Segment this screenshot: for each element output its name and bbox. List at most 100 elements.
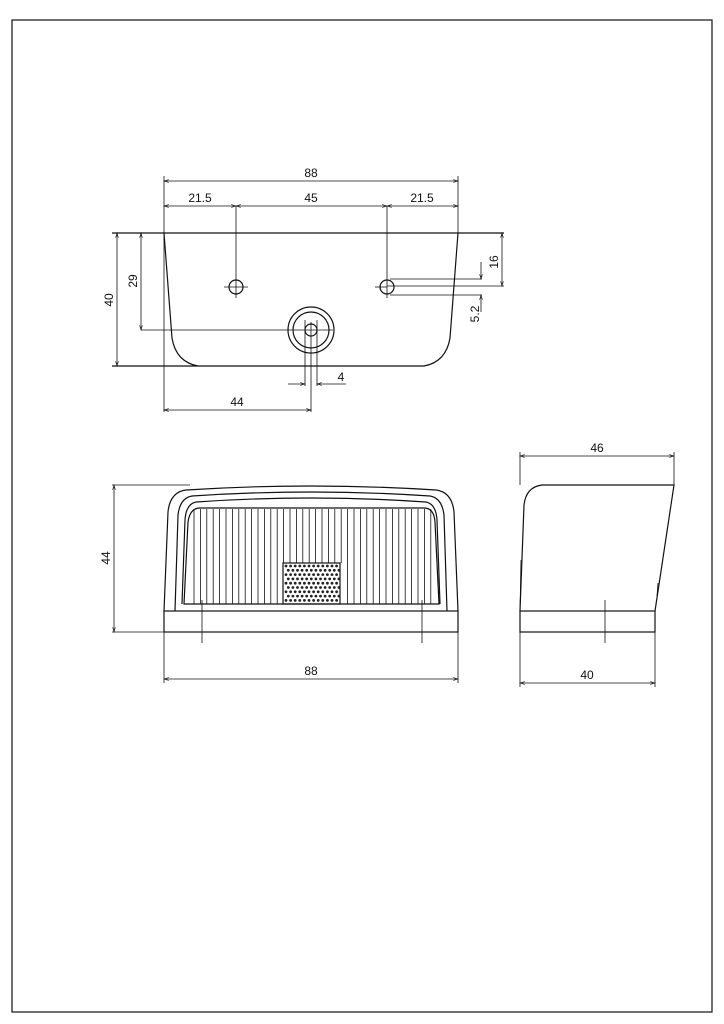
reflector-dot [337,594,341,598]
reflector-dot [289,564,292,568]
reflector-dot [316,564,320,568]
reflector-dot [296,586,299,589]
reflector-dot [330,590,334,594]
reflector-dot [337,577,341,581]
reflector-dot [321,581,325,585]
reflector-dot [289,590,292,594]
reflector-dot [289,599,292,602]
reflector-dot [298,573,302,576]
dim-boss-height: 29 [126,274,140,288]
reflector-dot [293,581,297,585]
reflector-dot [323,568,327,572]
reflector-dot [309,568,313,572]
reflector-dot [316,581,320,585]
reflector-dot [337,586,341,589]
reflector-dot [286,577,290,581]
reflector-dot [312,581,315,585]
side-housing-outline [519,484,675,612]
reflector-dot [326,573,329,576]
reflector-dot [330,573,334,576]
dim-base-depth: 40 [580,668,594,682]
dim-hole-from-top: 16 [487,255,501,269]
dim-left-offset: 21.5 [188,191,212,205]
reflector-dot [298,599,302,602]
reflector-dot [289,581,292,585]
reflector-dot [328,594,332,598]
reflector-dot [309,594,313,598]
reflector-dot [319,594,322,598]
reflector-dot [337,568,341,572]
reflector [282,562,341,605]
dim-height: 40 [102,293,116,307]
dim-hole-diameter: 5.2 [468,305,482,322]
reflector-dot [312,590,315,594]
reflector-dot [303,590,306,594]
reflector-dot [332,577,336,581]
reflector-dot [298,590,302,594]
reflector-dot [316,599,320,602]
reflector-dot [300,586,304,589]
drawing-frame [11,19,713,1013]
reflector-dot [312,564,315,568]
reflector-dot [293,599,297,602]
reflector-dot [284,573,288,576]
reflector-dot [296,568,299,572]
reflector-dot [335,581,338,585]
reflector-dot [298,581,302,585]
reflector-dot [307,564,311,568]
reflector-dot [307,599,311,602]
reflector-dot [332,594,336,598]
dim-boss-center-x: 44 [230,395,244,409]
reflector-dot [316,590,320,594]
dim-overall-width: 88 [304,166,318,180]
reflector-dot [286,594,290,598]
reflector-dot [330,599,334,602]
reflector-dot [303,581,306,585]
reflector-dot [314,594,318,598]
reflector-pattern [284,564,341,602]
dim-top-depth: 46 [590,441,604,455]
reflector-dot [332,586,336,589]
reflector-dot [309,586,313,589]
reflector-dot [284,599,288,602]
reflector-dot [305,568,309,572]
reflector-dot [323,594,327,598]
reflector-dot [321,599,325,602]
dim-right-offset: 21.5 [410,191,434,205]
side-base [519,610,656,633]
reflector-dot [326,564,329,568]
reflector-dot [309,577,313,581]
reflector-dot [312,599,315,602]
reflector-dot [330,564,334,568]
reflector-dot [291,594,295,598]
reflector-dot [284,590,288,594]
reflector-dot [303,599,306,602]
reflector-dot [314,568,318,572]
reflector-dot [323,586,327,589]
lens [183,507,440,605]
reflector-dot [323,577,327,581]
reflector-dot [319,577,322,581]
front-housing-outer [163,485,459,612]
reflector-dot [305,594,309,598]
reflector-dot [296,577,299,581]
front-view: 44 88 [99,485,458,683]
reflector-dot [291,568,295,572]
mounting-hole-right [375,279,395,295]
reflector-dot [319,586,322,589]
reflector-dot [284,564,288,568]
reflector-dot [289,573,292,576]
reflector-dot [303,573,306,576]
reflector-dot [335,573,338,576]
reflector-dot [307,581,311,585]
reflector-dot [300,577,304,581]
reflector-dot [291,586,295,589]
reflector-dot [321,573,325,576]
front-base [163,610,459,633]
lens-ribs [193,509,432,604]
reflector-dot [296,594,299,598]
reflector-dot [305,577,309,581]
reflector-dot [314,586,318,589]
reflector-dot [330,581,334,585]
